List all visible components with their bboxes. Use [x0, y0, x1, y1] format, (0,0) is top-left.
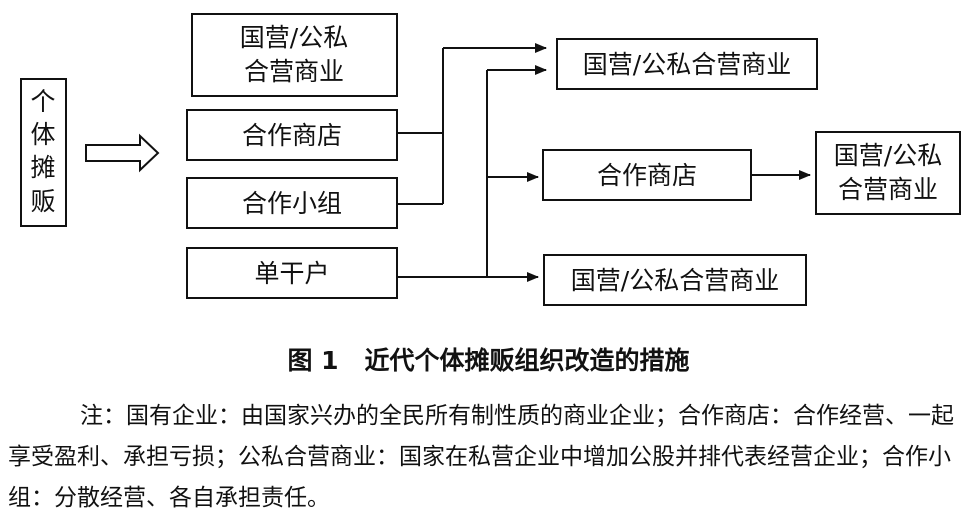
- target-box-single: 单干户: [186, 247, 398, 299]
- outcome-box-bottom: 国营/公私合营商业: [543, 254, 807, 306]
- target-box-state-joint: 国营/公私 合营商业: [191, 13, 398, 97]
- outcome-final-line2: 合营商业: [838, 175, 938, 204]
- source-char: 个: [30, 87, 55, 116]
- outcome-box-top: 国营/公私合营商业: [556, 38, 818, 90]
- figure-note: 注：国有企业：由国家兴办的全民所有制性质的商业企业；合作商店：合作经营、一起享受…: [8, 403, 954, 511]
- outcome-top-label: 国营/公私合营商业: [583, 50, 791, 79]
- hollow-right-arrow: [85, 133, 160, 173]
- source-box-individual-vendors: 个 体 摊 贩: [20, 78, 67, 227]
- flow-diagram: 个 体 摊 贩 国营/公私 合营商业 合作商店 合作小组 单干户 国营/公私合营…: [20, 13, 961, 306]
- figure-title: 近代个体摊贩组织改造的措施: [364, 346, 690, 375]
- outcome-box-middle-store: 合作商店: [542, 149, 752, 201]
- target-state-joint-line1: 国营/公私: [240, 23, 348, 52]
- source-char: 贩: [30, 187, 55, 216]
- outcome-final-line1: 国营/公私: [834, 141, 942, 170]
- target-single-label: 单干户: [254, 259, 329, 288]
- outcome-box-middle-final: 国营/公私 合营商业: [815, 131, 961, 215]
- target-state-joint-line2: 合营商业: [244, 57, 344, 86]
- source-char: 体: [30, 120, 55, 149]
- figure-caption: 图 1 近代个体摊贩组织改造的措施: [0, 341, 977, 377]
- source-char: 摊: [30, 153, 55, 182]
- figure-label: 图 1: [287, 346, 339, 375]
- target-coop-group-label: 合作小组: [242, 189, 342, 218]
- outcome-middle-store-label: 合作商店: [597, 161, 697, 190]
- outcome-bottom-label: 国营/公私合营商业: [571, 266, 779, 295]
- target-coop-store-label: 合作商店: [242, 121, 342, 150]
- target-box-coop-store: 合作商店: [186, 109, 398, 161]
- target-box-coop-group: 合作小组: [186, 177, 398, 229]
